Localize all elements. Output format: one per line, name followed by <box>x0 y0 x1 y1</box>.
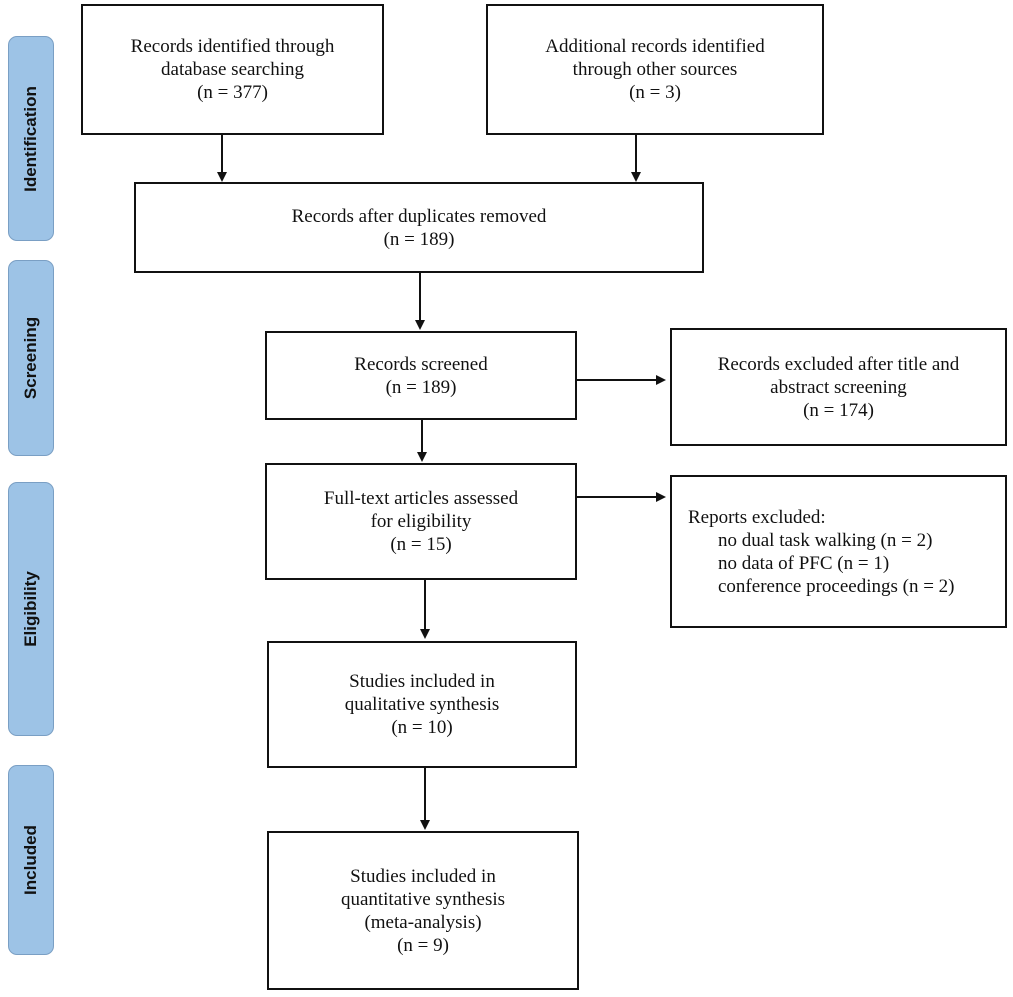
box-line: abstract screening <box>770 376 907 398</box>
box-line: Records identified through <box>130 36 335 57</box>
box-line: Studies included in <box>350 865 496 887</box>
box-records-screened: Records screened (n = 189) <box>265 331 577 420</box>
box-line: Full-text articles assessed <box>323 488 519 509</box>
box-line: qualitative synthesis <box>344 694 500 715</box>
box-qualitative-synthesis: Studies included in qualitative synthesi… <box>267 641 577 768</box>
box-line: Records screened <box>354 353 488 375</box>
box-line: Additional records identified <box>545 36 765 57</box>
stage-eligibility: Eligibility <box>8 482 54 736</box>
box-line: database searching <box>161 59 304 80</box>
stage-included-label: Included <box>21 825 40 895</box>
box-line: Records after duplicates removed <box>291 205 547 227</box>
box-full-text-assessed: Full-text articles assessed for eligibil… <box>265 463 577 580</box>
box-records-excluded: Records excluded after title and abstrac… <box>670 328 1007 446</box>
box-reports-excluded: Reports excluded: no dual task walking (… <box>670 475 1007 628</box>
reports-excluded-item: no dual task walking (n = 2) <box>718 529 933 551</box>
box-line: through other sources <box>572 59 738 80</box>
box-line: for eligibility <box>370 511 472 532</box>
box-line: (meta-analysis) <box>364 911 482 933</box>
reports-excluded-item: no data of PFC (n = 1) <box>718 552 890 574</box>
box-line: Studies included in <box>349 671 495 692</box>
reports-excluded-heading: Reports excluded: <box>688 506 826 528</box>
box-duplicates-removed: Records after duplicates removed (n = 18… <box>134 182 704 273</box>
box-line: (n = 9) <box>397 934 449 956</box>
box-line: (n = 189) <box>383 228 455 250</box>
stage-identification-label: Identification <box>21 85 40 192</box>
box-line: (n = 174) <box>803 399 874 421</box>
stage-screening: Screening <box>8 260 54 456</box>
reports-excluded-item: conference proceedings (n = 2) <box>718 575 955 597</box>
box-line: quantitative synthesis <box>340 888 506 910</box>
box-line: (n = 377) <box>197 82 268 103</box>
stage-eligibility-label: Eligibility <box>21 571 40 647</box>
box-line: (n = 15) <box>390 534 452 555</box>
box-line: Records excluded after title and <box>717 353 960 375</box>
box-database-records: Records identified through database sear… <box>81 4 384 135</box>
stage-included: Included <box>8 765 54 955</box>
box-line: (n = 189) <box>385 376 457 398</box>
box-quantitative-synthesis: Studies included in quantitative synthes… <box>267 831 579 990</box>
box-other-sources: Additional records identified through ot… <box>486 4 824 135</box>
stage-identification: Identification <box>8 36 54 241</box>
box-line: (n = 3) <box>629 82 681 103</box>
stage-screening-label: Screening <box>21 316 40 400</box>
box-line: (n = 10) <box>391 717 453 738</box>
